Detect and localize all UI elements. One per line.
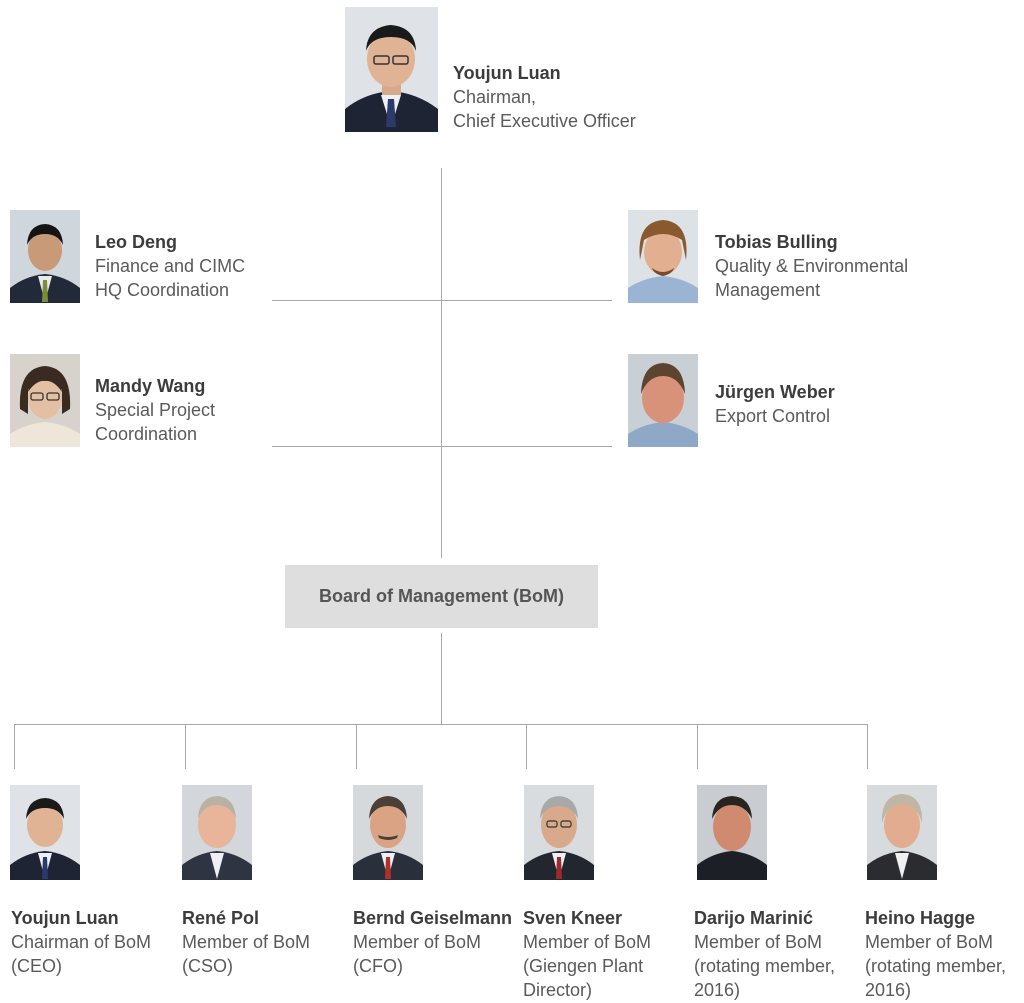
member-role: 2016) [694,980,741,1000]
board-of-management-box: Board of Management (BoM) [285,565,598,628]
staff-photo [628,210,698,303]
member-role: Member of BoM [865,932,994,952]
member-drop-line [14,724,15,769]
staff-role: Coordination [95,424,198,444]
chairman-role: Chief Executive Officer [453,111,636,131]
member-role: Member of BoM [523,932,652,952]
member-role: (Giengen Plant [523,956,644,976]
member-role: 2016) [865,980,912,1000]
member-drop-line [697,724,698,769]
member-info: Darijo Marinić Member of BoM (rotating m… [694,906,869,1002]
member-name: Darijo Marinić [694,908,814,928]
member-name: Sven Kneer [523,908,623,928]
member-role: Member of BoM [353,932,482,952]
staff-name: Tobias Bulling [715,232,838,252]
member-drop-line [526,724,527,769]
member-drop-line [356,724,357,769]
chairman-connector-line [441,168,442,558]
member-name: Bernd Geiselmann [353,908,513,928]
staff-role: Export Control [715,406,831,426]
member-info: Sven Kneer Member of BoM (Giengen Plant … [523,906,698,1002]
staff-role: Quality & Environmental [715,256,909,276]
member-role: (rotating member, [865,956,1007,976]
staff-photo [10,354,80,447]
member-role: (CSO) [182,956,233,976]
members-connector-line [14,724,868,725]
staff-name: Jürgen Weber [715,382,835,402]
member-role: (rotating member, [694,956,836,976]
staff-role: Special Project [95,400,216,420]
member-name: Youjun Luan [11,908,119,928]
staff-name: Mandy Wang [95,376,206,396]
chairman-role: Chairman, [453,87,537,107]
member-info: Bernd Geiselmann Member of BoM (CFO) [353,906,528,978]
member-role: Member of BoM [694,932,823,952]
member-photo [353,785,423,880]
chairman-photo [345,7,438,132]
staff-role: Finance and CIMC [95,256,246,276]
chairman-name: Youjun Luan [453,63,561,83]
member-name: Heino Hagge [865,908,976,928]
member-photo [867,785,937,880]
staff-info-jurgen-weber: Jürgen Weber Export Control [715,380,835,428]
member-drop-line [867,724,868,769]
bom-connector-line [441,633,442,725]
chairman-info: Youjun Luan Chairman, Chief Executive Of… [453,61,636,133]
staff-role: Management [715,280,821,300]
member-role: Member of BoM [182,932,311,952]
staff-info-leo-deng: Leo Deng Finance and CIMC HQ Coordinatio… [95,230,245,302]
member-role: (CEO) [11,956,62,976]
staff-info-tobias-bulling: Tobias Bulling Quality & Environmental M… [715,230,908,302]
board-label: Board of Management (BoM) [319,586,564,606]
member-info: Youjun Luan Chairman of BoM (CEO) [11,906,186,978]
staff-row2-connector [272,446,612,447]
staff-role: HQ Coordination [95,280,230,300]
member-photo [182,785,252,880]
staff-photo [10,210,80,303]
member-name: René Pol [182,908,260,928]
member-photo [524,785,594,880]
member-info: René Pol Member of BoM (CSO) [182,906,357,978]
member-photo [697,785,767,880]
staff-info-mandy-wang: Mandy Wang Special Project Coordination [95,374,215,446]
member-role: Director) [523,980,593,1000]
member-role: (CFO) [353,956,403,976]
member-role: Chairman of BoM [11,932,152,952]
staff-row1-connector [272,300,612,301]
member-info: Heino Hagge Member of BoM (rotating memb… [865,906,1023,1002]
staff-photo [628,354,698,447]
member-photo [10,785,80,880]
staff-name: Leo Deng [95,232,178,252]
member-drop-line [185,724,186,769]
